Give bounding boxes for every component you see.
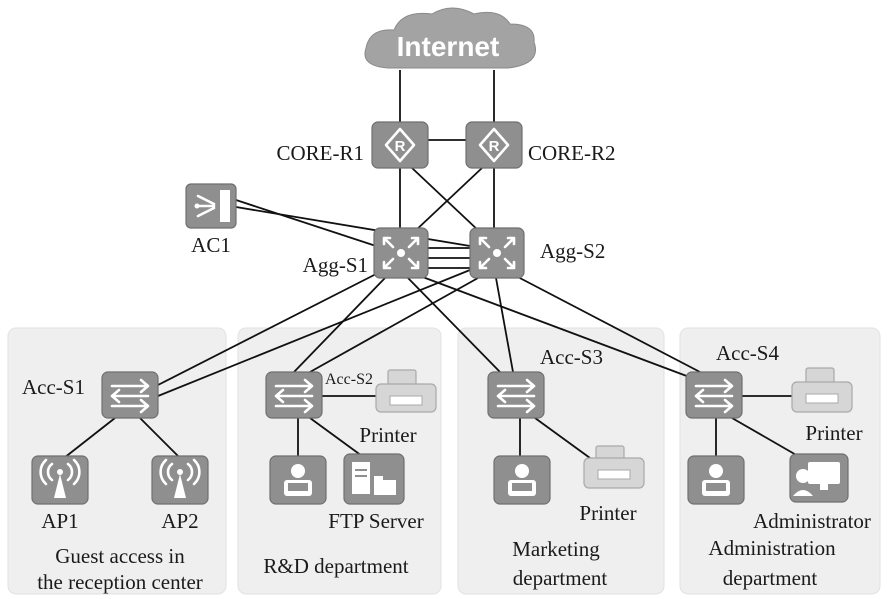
- internet-label: Internet: [397, 31, 500, 62]
- ap1-wireless-icon: [31, 455, 89, 505]
- link-acc-s4-administrator: [731, 417, 799, 457]
- core-r1-label: CORE-R1: [276, 141, 364, 165]
- acc-s4-label: Acc-S4: [716, 341, 779, 365]
- printer-marketing-label: Printer: [579, 501, 636, 525]
- acc-s4-switch-icon: [685, 371, 743, 419]
- agg-s1-switch-icon: [373, 227, 429, 279]
- acc-s1-switch-icon: [101, 371, 159, 419]
- ap1-label: AP1: [41, 509, 78, 533]
- acc-s2-label: Acc-S2: [325, 371, 373, 388]
- zone-guest-caption-line1: Guest access in: [55, 544, 185, 568]
- core-router-r1-icon: R: [371, 121, 429, 169]
- zone-guest-caption-line2: the reception center: [37, 570, 203, 594]
- printer-rd-label: Printer: [359, 423, 416, 447]
- acc-s3-label: Acc-S3: [540, 345, 603, 369]
- link-agg-s2-acc-s1: [157, 269, 471, 397]
- pc-marketing-icon: [493, 455, 551, 505]
- acc-s2-switch-icon: [265, 371, 323, 419]
- svg-text:R: R: [395, 138, 406, 155]
- pc-admin-icon: [687, 455, 745, 505]
- agg-s2-label: Agg-S2: [540, 239, 605, 263]
- ac1-label: AC1: [191, 233, 231, 257]
- printer-admin-label: Printer: [805, 421, 862, 445]
- link-acc-s1-ap2: [139, 417, 181, 459]
- link-acc-s3-printer: [534, 417, 591, 459]
- svg-text:R: R: [489, 138, 500, 155]
- printer-admin-icon: [791, 367, 853, 413]
- ftp-server-icon: [343, 453, 405, 505]
- acc-s1-label: Acc-S1: [22, 375, 85, 399]
- link-ac1-agg-s1: [235, 199, 377, 247]
- ftp-server-label: FTP Server: [328, 509, 423, 533]
- printer-marketing-icon: [583, 445, 645, 489]
- link-agg-s1-acc-s4: [419, 275, 693, 379]
- agg-s1-label: Agg-S1: [303, 253, 368, 277]
- zone-guest-access: [7, 327, 227, 595]
- link-acc-s1-ap1: [63, 417, 116, 459]
- link-core-r1-agg-s2: [411, 167, 481, 233]
- link-agg-s2-acc-s3: [495, 277, 514, 373]
- ap2-label: AP2: [161, 509, 198, 533]
- link-agg-s2-acc-s2: [309, 277, 479, 373]
- access-controller-icon: [185, 183, 237, 229]
- administrator-label: Administrator: [753, 509, 871, 533]
- agg-s2-switch-icon: [469, 227, 525, 279]
- administrator-icon: [789, 453, 849, 503]
- zone-admin-caption-line2: department: [723, 566, 818, 590]
- acc-s3-switch-icon: [487, 371, 545, 419]
- link-acc-s2-ftp-server: [309, 417, 363, 457]
- zone-admin-caption-line1: Administration: [708, 536, 836, 560]
- network-links: [63, 70, 799, 459]
- zone-marketing-caption-line1: Marketing: [512, 537, 600, 561]
- link-ac1-agg-s2: [235, 206, 471, 247]
- printer-rd-icon: [375, 369, 437, 413]
- link-core-r2-agg-s1: [413, 167, 483, 233]
- core-router-r2-icon: R: [465, 121, 523, 169]
- zone-rd-caption: R&D department: [263, 554, 408, 578]
- zone-marketing-caption-line2: department: [513, 566, 608, 590]
- pc-rd-icon: [269, 455, 327, 505]
- internet-cloud-icon: Internet: [364, 7, 536, 69]
- link-agg-s1-acc-s2: [293, 277, 386, 373]
- link-agg-s2-acc-s4: [515, 275, 701, 373]
- link-agg-s1-acc-s3: [407, 277, 501, 373]
- core-r2-label: CORE-R2: [528, 141, 616, 165]
- ap2-wireless-icon: [151, 455, 209, 505]
- link-agg-s1-acc-s1: [157, 271, 381, 386]
